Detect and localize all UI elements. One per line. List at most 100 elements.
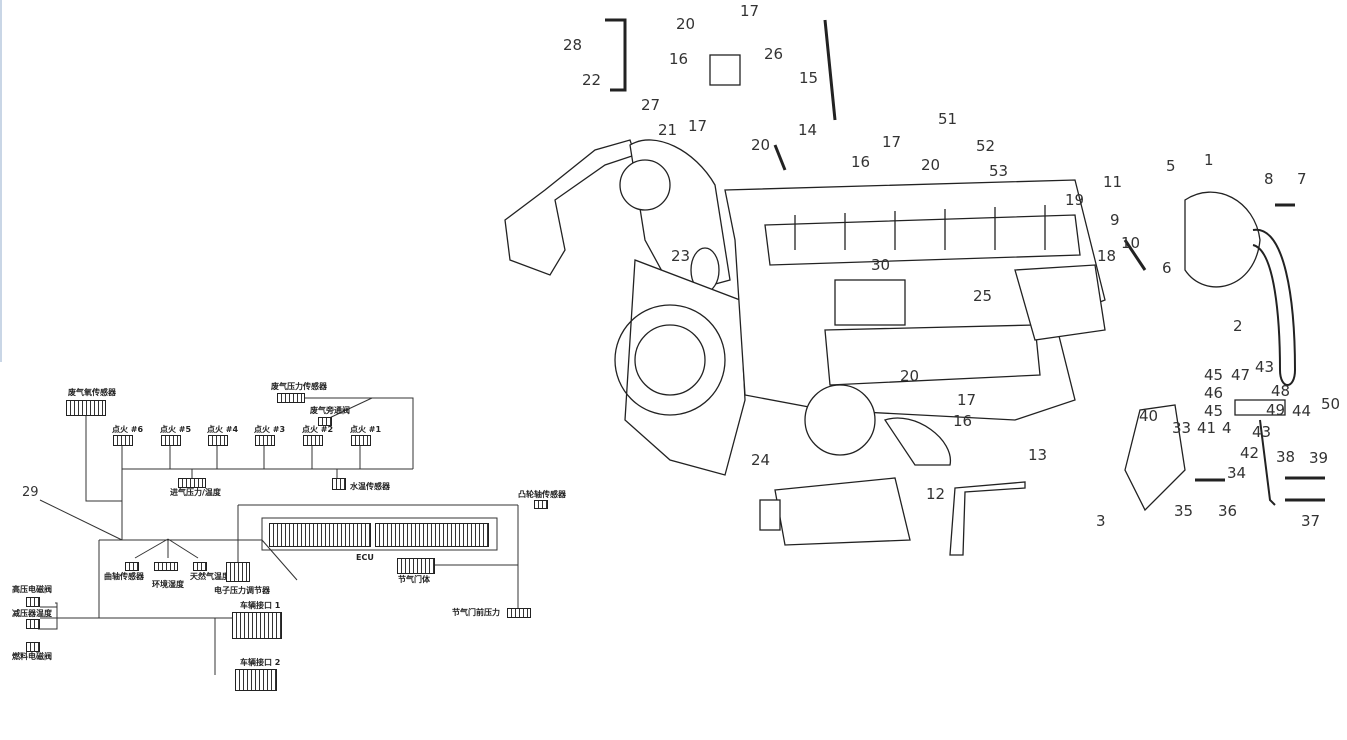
- label-ecu: ECU: [356, 553, 374, 562]
- label-intake: 进气压力/温度: [170, 488, 221, 497]
- connector-fuel-valve: [26, 642, 40, 652]
- callout-26: 26: [764, 45, 784, 63]
- callout-17: 17: [882, 133, 902, 151]
- callout-22: 22: [582, 71, 602, 89]
- callout-49: 49: [1266, 401, 1286, 419]
- label-vi2: 车辆接口 2: [240, 658, 281, 667]
- callout-11: 11: [1103, 173, 1123, 191]
- callout-1: 1: [1204, 151, 1214, 169]
- callout-16: 16: [669, 50, 689, 68]
- callout-8: 8: [1264, 170, 1274, 188]
- label-ign6: 点火 #6: [112, 425, 144, 434]
- callout-17: 17: [740, 2, 760, 20]
- callout-41: 41: [1197, 419, 1217, 437]
- label-ign2: 点火 #2: [302, 425, 334, 434]
- callout-38: 38: [1276, 448, 1296, 466]
- label-exhaust-pressure: 废气压力传感器: [271, 382, 327, 391]
- callout-50: 50: [1321, 395, 1341, 413]
- callout-24: 24: [751, 451, 771, 469]
- callout-30: 30: [871, 256, 891, 274]
- callout-15: 15: [799, 69, 819, 87]
- label-hp-valve: 高压电磁阀: [12, 585, 52, 594]
- callout-48: 48: [1271, 382, 1291, 400]
- connector-vi2: [235, 669, 277, 691]
- callout-43: 43: [1252, 423, 1272, 441]
- label-tip: 节气门前压力: [452, 608, 500, 617]
- callout-18: 18: [1097, 247, 1117, 265]
- connector-ign3: [255, 435, 275, 446]
- callout-19: 19: [1065, 191, 1085, 209]
- callout-5: 5: [1166, 157, 1176, 175]
- callout-17: 17: [688, 117, 708, 135]
- label-epr: 电子压力调节器: [214, 586, 270, 595]
- callout-39: 39: [1309, 449, 1329, 467]
- connector-exhaust-o2: [66, 400, 106, 416]
- callout-7: 7: [1297, 170, 1307, 188]
- connector-cam: [534, 500, 548, 509]
- callout-51: 51: [938, 110, 958, 128]
- connector-crank: [125, 562, 139, 571]
- callout-10: 10: [1121, 234, 1141, 252]
- label-wastegate: 废气旁通阀: [310, 406, 350, 415]
- engine-exploded-view: [495, 0, 1347, 565]
- connector-epr: [226, 562, 250, 582]
- callout-2: 2: [1233, 317, 1243, 335]
- label-throttle: 节气门体: [398, 575, 430, 584]
- label-crank: 曲轴传感器: [104, 572, 144, 581]
- callout-36: 36: [1218, 502, 1238, 520]
- window-edge: [0, 0, 2, 362]
- label-reg-temp: 减压器温度: [12, 609, 52, 618]
- callout-43: 43: [1255, 358, 1275, 376]
- callout-53: 53: [989, 162, 1009, 180]
- label-ign1: 点火 #1: [350, 425, 382, 434]
- callout-52: 52: [976, 137, 996, 155]
- label-fuel-valve: 燃料电磁阀: [12, 652, 52, 661]
- callout-35: 35: [1174, 502, 1194, 520]
- callout-46: 46: [1204, 384, 1224, 402]
- connector-ign2: [303, 435, 323, 446]
- callout-40: 40: [1139, 407, 1159, 425]
- callout-20: 20: [900, 367, 920, 385]
- callout-28: 28: [563, 36, 583, 54]
- connector-throttle: [397, 558, 435, 574]
- callout-23: 23: [671, 247, 691, 265]
- label-cam: 凸轮轴传感器: [518, 490, 566, 499]
- label-vi1: 车辆接口 1: [240, 601, 281, 610]
- callout-37: 37: [1301, 512, 1321, 530]
- callout-3: 3: [1096, 512, 1106, 530]
- callout-4: 4: [1222, 419, 1232, 437]
- callout-42: 42: [1240, 444, 1260, 462]
- label-exhaust-o2: 废气氧传感器: [68, 388, 116, 397]
- callout-17: 17: [957, 391, 977, 409]
- connector-vi1: [232, 612, 282, 639]
- callout-34: 34: [1227, 464, 1247, 482]
- callout-12: 12: [926, 485, 946, 503]
- connector-reg-temp: [26, 619, 40, 629]
- connector-exhaust-pressure: [277, 393, 305, 403]
- connector-hp-valve: [26, 597, 40, 607]
- ecu-connector-b: [375, 523, 489, 547]
- callout-45: 45: [1204, 402, 1224, 420]
- connector-ign1: [351, 435, 371, 446]
- connector-ign6: [113, 435, 133, 446]
- callout-6: 6: [1162, 259, 1172, 277]
- label-gas-temp: 天然气温度: [190, 572, 230, 581]
- callout-29: 29: [22, 485, 39, 500]
- callout-20: 20: [921, 156, 941, 174]
- connector-gas-temp: [193, 562, 207, 571]
- connector-humidity: [154, 562, 178, 571]
- connector-water-temp: [332, 478, 346, 490]
- callout-45: 45: [1204, 366, 1224, 384]
- label-ign3: 点火 #3: [254, 425, 286, 434]
- callout-9: 9: [1110, 211, 1120, 229]
- label-water-temp: 水温传感器: [350, 482, 390, 491]
- wiring-diagram: 废气氧传感器 点火 #6 点火 #5 点火 #4 点火 #3 点火 #2 点火 …: [0, 375, 566, 705]
- callout-47: 47: [1231, 366, 1251, 384]
- label-humidity: 环境湿度: [152, 580, 184, 589]
- callout-21: 21: [658, 121, 678, 139]
- engine-drawing: [504, 18, 1325, 556]
- label-ign4: 点火 #4: [207, 425, 239, 434]
- connector-ign5: [161, 435, 181, 446]
- callout-13: 13: [1028, 446, 1048, 464]
- ecu-connector-a: [269, 523, 371, 547]
